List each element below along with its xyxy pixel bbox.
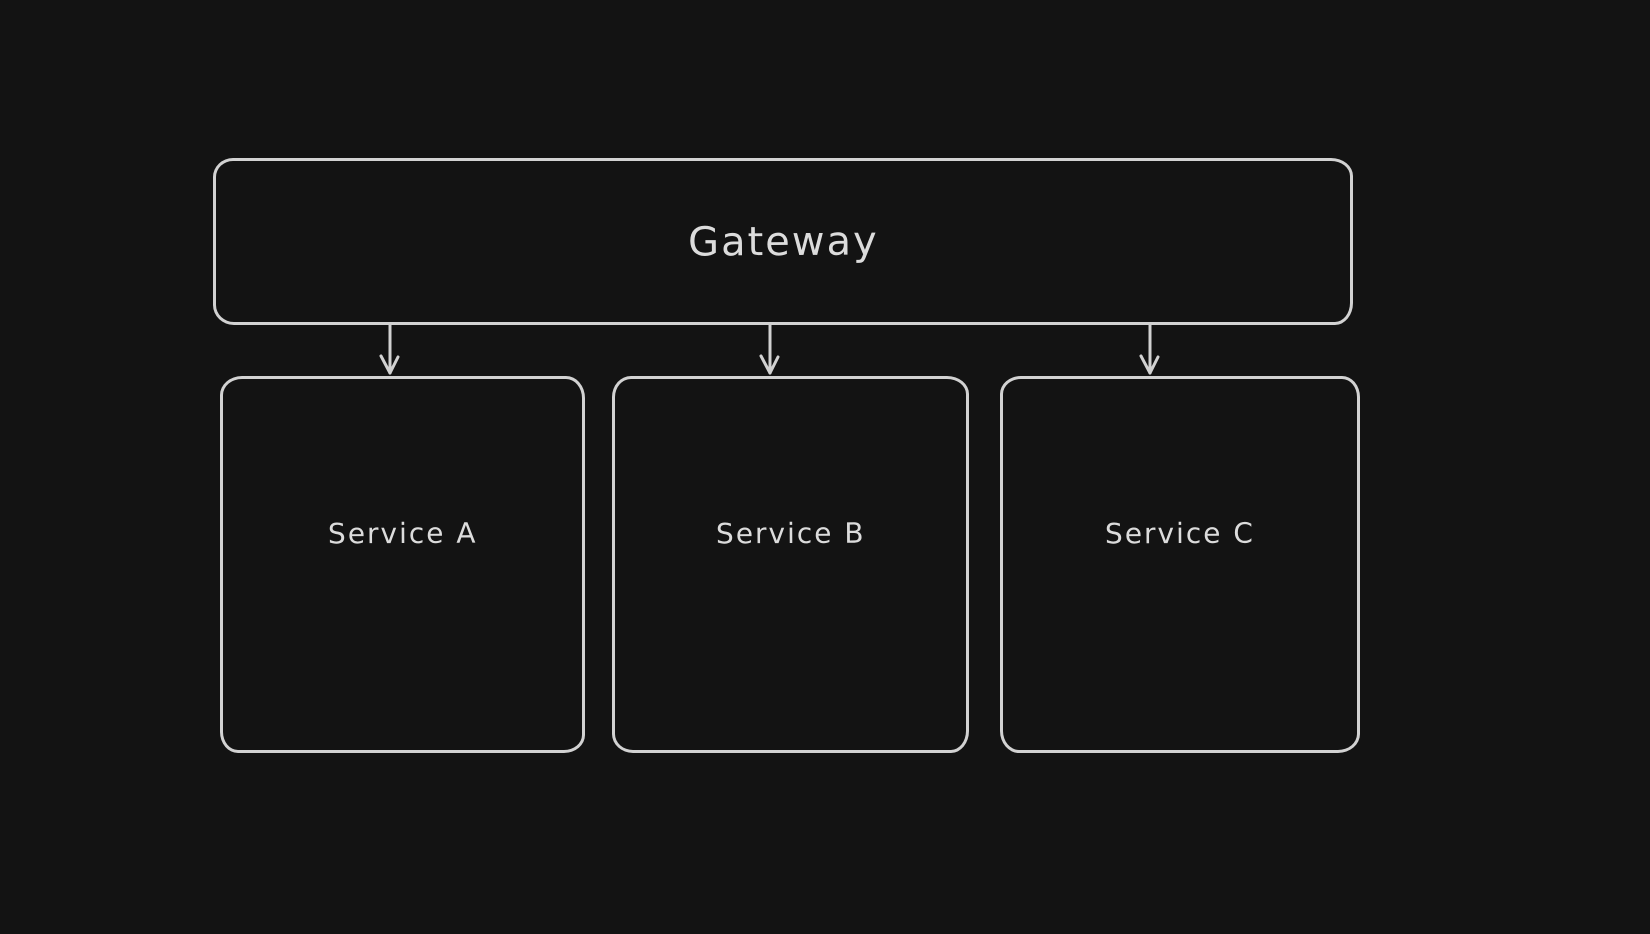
node-service-a-label: Service A (327, 516, 478, 551)
node-service-b[interactable]: Service B (612, 376, 969, 753)
node-service-b-label: Service B (715, 516, 866, 551)
node-gateway[interactable]: Gateway (213, 158, 1353, 325)
node-gateway-label: Gateway (687, 218, 879, 265)
node-service-c[interactable]: Service C (1000, 376, 1360, 753)
node-service-a[interactable]: Service A (220, 376, 585, 753)
arrow-gateway-to-service-c (1137, 324, 1163, 378)
arrow-gateway-to-service-a (377, 324, 403, 378)
arrow-gateway-to-service-b (757, 324, 783, 378)
node-service-c-label: Service C (1104, 516, 1256, 551)
